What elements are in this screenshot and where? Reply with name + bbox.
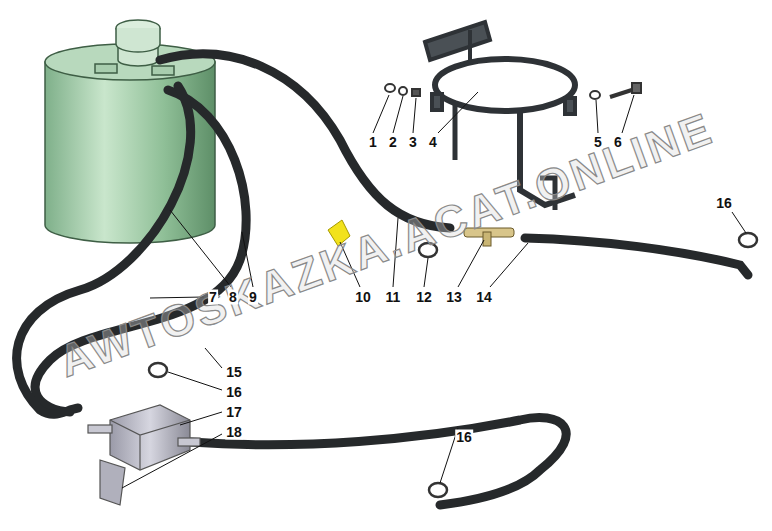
- callout-number: 1: [368, 135, 378, 150]
- callout-number: 11: [385, 290, 402, 305]
- callout-number: 5: [593, 135, 603, 150]
- hoses: [17, 54, 748, 505]
- callout-number: 4: [428, 135, 438, 150]
- callout-number: 15: [225, 365, 243, 380]
- callout-number: 6: [613, 135, 623, 150]
- callout-number: 7: [208, 290, 218, 305]
- callout-number: 16: [455, 430, 473, 445]
- callout-number: 16: [225, 385, 243, 400]
- callout-number: 3: [408, 135, 418, 150]
- callout-number: 2: [388, 135, 398, 150]
- callout-number: 9: [248, 290, 258, 305]
- callout-number: 8: [228, 290, 238, 305]
- callout-number: 13: [445, 290, 463, 305]
- callout-number: 18: [225, 425, 243, 440]
- callout-number: 17: [225, 405, 243, 420]
- fasteners: [385, 83, 641, 99]
- callout-number: 10: [354, 290, 372, 305]
- callout-number: 12: [415, 290, 433, 305]
- callout-number: 14: [475, 290, 493, 305]
- callout-number: 16: [715, 196, 733, 211]
